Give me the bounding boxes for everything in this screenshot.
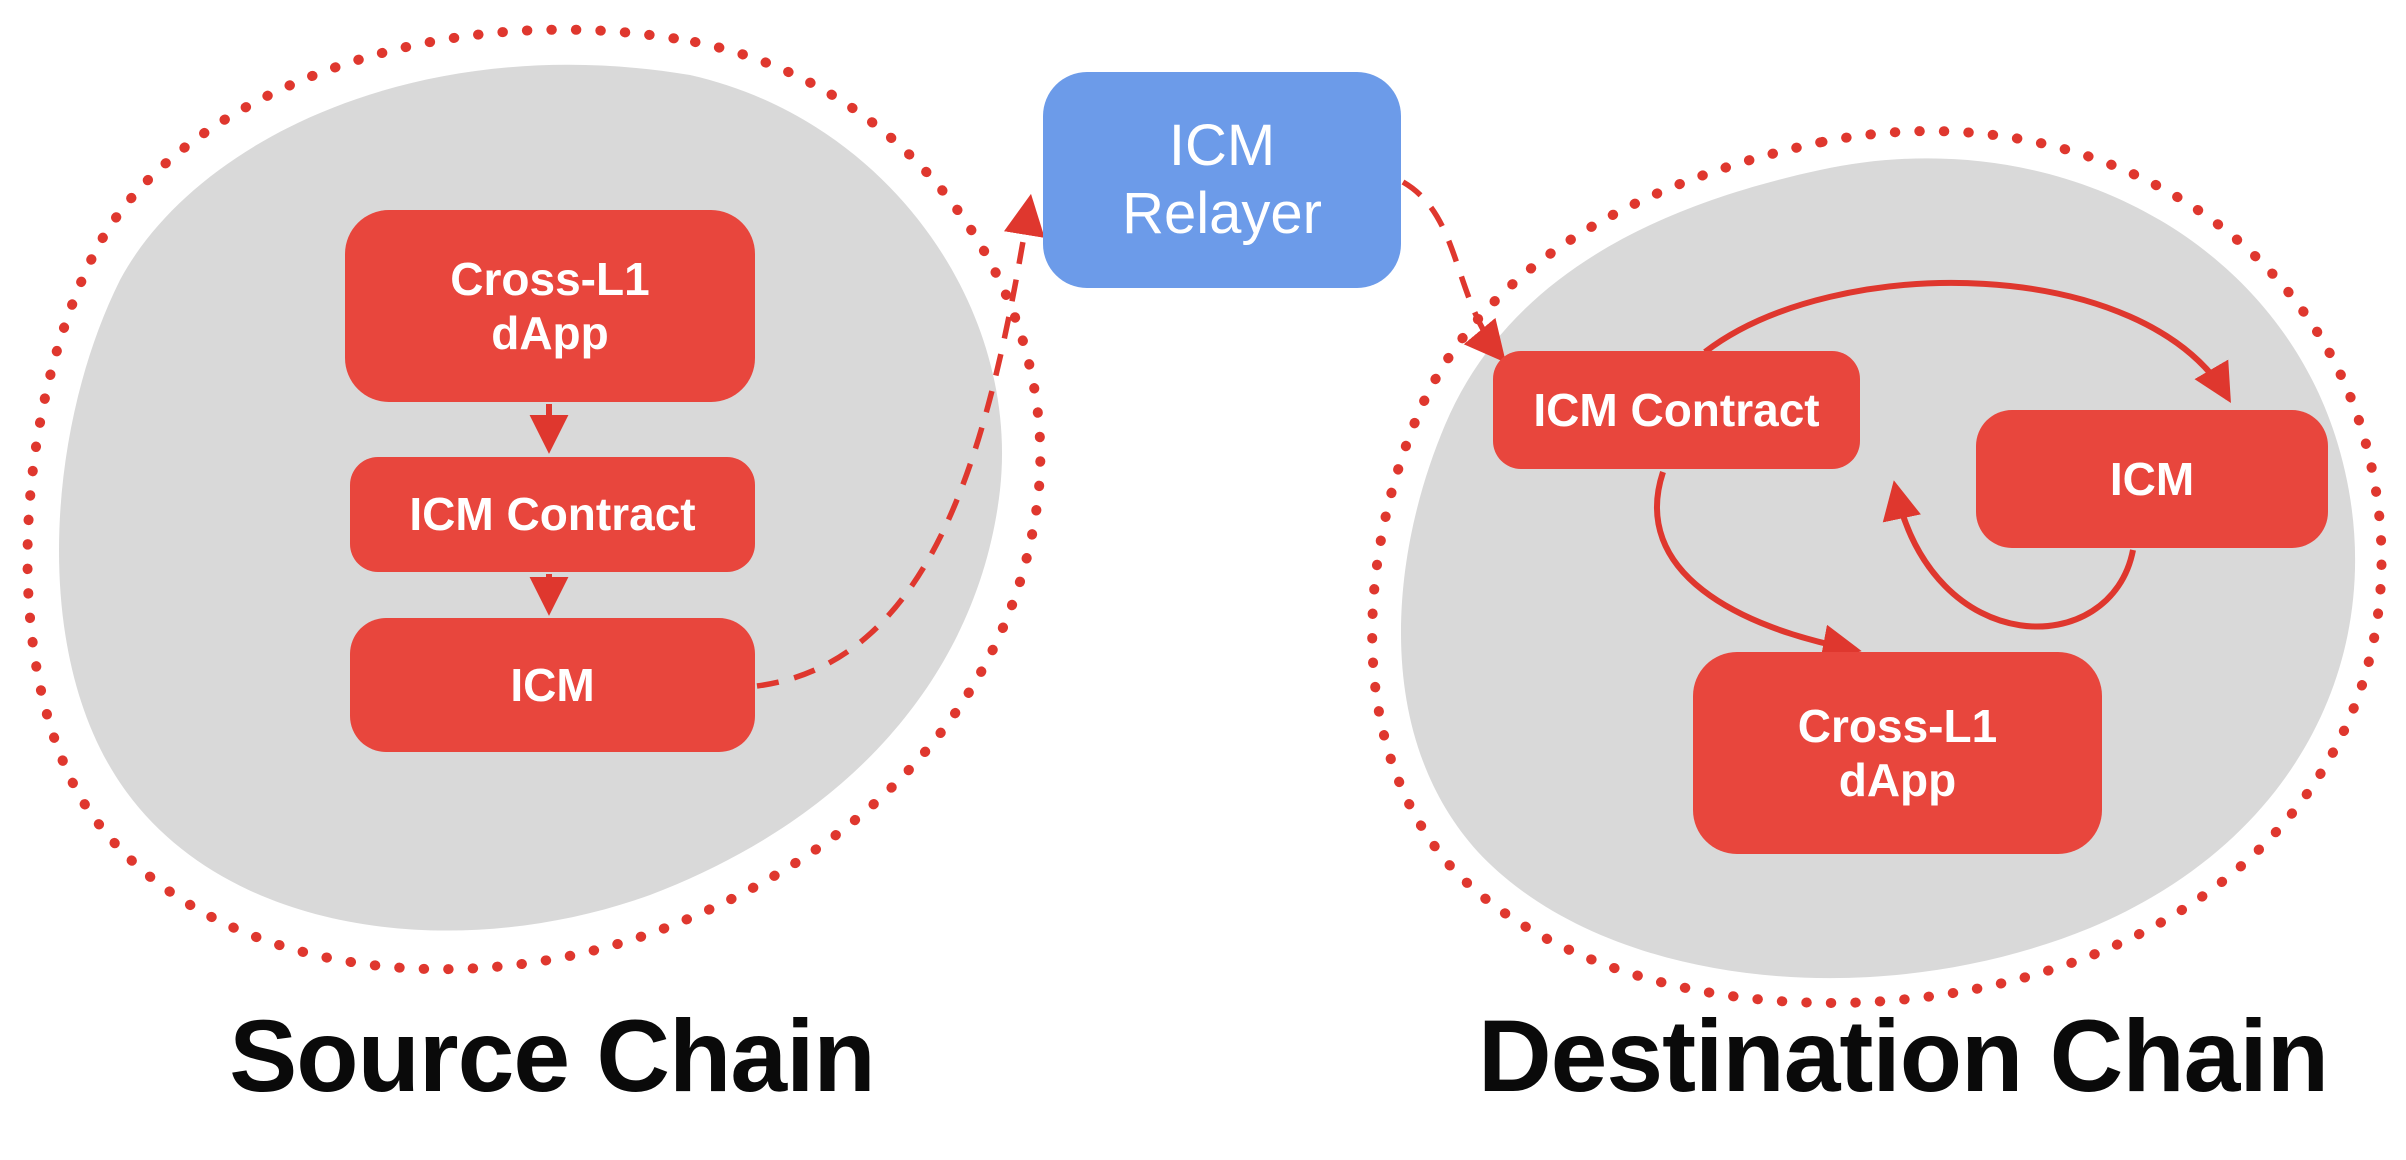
destination-icm-node: ICM bbox=[1976, 410, 2328, 548]
arrow-relayer-to-contract bbox=[1401, 179, 1506, 363]
destination-dapp-node: Cross-L1 dApp bbox=[1693, 652, 2102, 854]
destination-chain-blob bbox=[1400, 158, 2356, 979]
arrow-icm-to-relayer bbox=[756, 193, 1045, 689]
destination-icm-contract-node: ICM Contract bbox=[1493, 351, 1860, 469]
destination-chain-dotted-border bbox=[1367, 126, 2387, 1008]
source-chain-title: Source Chain bbox=[229, 999, 875, 1113]
icm-relayer-node: ICM Relayer bbox=[1043, 72, 1401, 288]
destination-chain-title: Destination Chain bbox=[1477, 999, 2329, 1113]
source-chain-dotted-border bbox=[22, 24, 1046, 975]
source-dapp-node: Cross-L1 dApp bbox=[345, 210, 755, 402]
arrow-icm-to-contract-loop bbox=[1882, 480, 2136, 630]
arrow-contract-to-dapp bbox=[1654, 471, 1862, 664]
source-icm-node: ICM bbox=[350, 618, 755, 752]
arrow-contract-to-icm-loop bbox=[1703, 279, 2231, 404]
source-icm-contract-node: ICM Contract bbox=[350, 457, 755, 572]
